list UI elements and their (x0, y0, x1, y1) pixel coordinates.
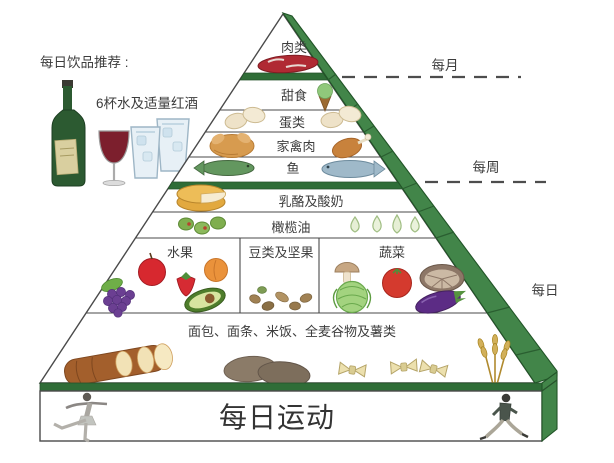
nuts-icon (249, 286, 313, 311)
water-glasses-icon (130, 118, 190, 179)
level-labels: 肉类 甜食 蛋类 家禽肉 鱼 乳酪及酸奶 橄榄油 水果 豆类及坚果 蔬菜 面包、… (167, 40, 405, 339)
steak-icon (257, 54, 319, 74)
avocado-icon (184, 287, 226, 313)
tomato-icon (382, 268, 412, 298)
bread-icon (64, 343, 173, 386)
level-fish-label: 鱼 (286, 161, 299, 176)
level-grains-label: 面包、面条、米饭、全麦谷物及薯类 (188, 324, 396, 339)
wheat-icon (477, 334, 511, 389)
apricot-icon (204, 258, 228, 282)
level-olive-oil-label: 橄榄油 (271, 220, 310, 235)
cabbage-icon (332, 280, 372, 314)
pasta-icon (337, 358, 449, 378)
level-fruits-label: 水果 (167, 245, 193, 260)
olives-icon (178, 216, 226, 235)
frequency-daily-label: 每日 (532, 283, 559, 298)
base-3d-edge (541, 370, 558, 443)
fish-icon (193, 160, 386, 178)
exercise-base-bar: 每日运动 (39, 370, 558, 443)
oil-drops-icon (350, 213, 420, 234)
eggplant-icon (415, 290, 467, 314)
level-poultry-label: 家禽肉 (276, 139, 315, 154)
strawberry-icon (176, 272, 196, 297)
level-vegetables-label: 蔬菜 (379, 245, 405, 260)
cheese-icon (176, 184, 226, 212)
base-box (39, 390, 543, 442)
drinks-legend: 每日饮品推荐 : 6杯水及适量红酒 (40, 55, 198, 187)
frequency-markers: 每月 每周 每日 (342, 58, 559, 298)
pyramid: 每月 每周 每日 肉类 甜食 蛋类 家禽肉 鱼 乳酪及酸奶 橄榄油 水果 豆类及… (38, 11, 559, 389)
dancer-icon (53, 392, 108, 443)
exercise-label: 每日运动 (219, 402, 335, 433)
monthly-band (239, 72, 329, 81)
level-sweets-label: 甜食 (281, 88, 307, 103)
apple-icon (138, 252, 166, 286)
level-beans-nuts-label: 豆类及坚果 (248, 245, 313, 260)
level-cheese-yogurt-label: 乳酪及酸奶 (278, 194, 343, 209)
potatoes-icon (223, 355, 311, 387)
roast-chicken-icon (209, 132, 255, 158)
drumstick-icon (331, 133, 372, 159)
row-separators (86, 109, 487, 314)
frequency-weekly-label: 每周 (473, 160, 500, 175)
grapes-icon (101, 278, 135, 318)
frequency-monthly-label: 每月 (432, 58, 459, 73)
wine-bottle-icon (51, 80, 86, 187)
portobello-icon (419, 264, 465, 292)
red-wine-glass-icon (98, 130, 130, 186)
level-eggs-label: 蛋类 (279, 115, 305, 130)
drinks-heading: 每日饮品推荐 : (40, 55, 129, 70)
eggs-icon (224, 105, 362, 130)
runner-icon (479, 393, 529, 441)
drinks-recommendation: 6杯水及适量红酒 (96, 96, 198, 111)
mushroom-icon (334, 262, 360, 284)
ice-cream-icon (317, 83, 333, 113)
base-green-band (39, 382, 543, 392)
level-meat-label: 肉类 (281, 40, 307, 55)
